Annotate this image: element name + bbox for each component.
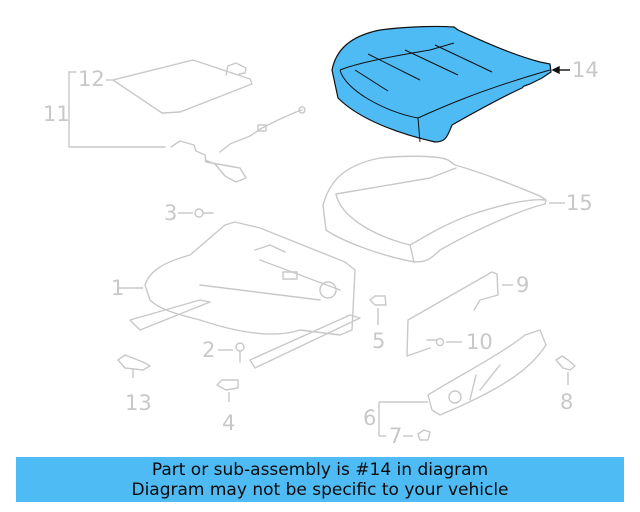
info-banner: Part or sub-assembly is #14 in diagram D… xyxy=(16,457,624,502)
callout-15[interactable]: 15 xyxy=(566,191,593,215)
banner-line-2: Diagram may not be specific to your vehi… xyxy=(131,480,509,500)
callout-10[interactable]: 10 xyxy=(466,330,493,354)
callout-8[interactable]: 8 xyxy=(560,390,574,414)
part-4-clip xyxy=(216,379,239,391)
callout-4[interactable]: 4 xyxy=(222,411,236,435)
callout-6[interactable]: 6 xyxy=(363,406,377,430)
callout-5[interactable]: 5 xyxy=(372,329,386,353)
part-6-side-shield xyxy=(427,329,547,416)
part-5-clip xyxy=(369,295,387,306)
part-8-clip xyxy=(555,355,576,371)
callout-13[interactable]: 13 xyxy=(125,391,152,415)
callout-1[interactable]: 1 xyxy=(111,276,125,300)
part-3-bolt xyxy=(194,208,214,218)
callout-7[interactable]: 7 xyxy=(389,424,403,448)
part-11-harness xyxy=(68,71,306,183)
callout-12[interactable]: 12 xyxy=(78,67,105,91)
callout-9[interactable]: 9 xyxy=(516,273,530,297)
part-2-bolt xyxy=(235,342,245,363)
callout-3[interactable]: 3 xyxy=(164,201,178,225)
part-14-seat-cushion[interactable] xyxy=(331,25,552,143)
callout-14[interactable]: 14 xyxy=(572,58,599,82)
part-1-seat-frame xyxy=(129,221,361,369)
callout-2[interactable]: 2 xyxy=(202,338,216,362)
part-7-clip xyxy=(417,429,431,441)
part-10-screw xyxy=(426,337,445,347)
leader-lines xyxy=(106,79,569,437)
banner-line-1: Part or sub-assembly is #14 in diagram xyxy=(151,460,489,480)
part-15-cushion-pad xyxy=(322,155,547,263)
leader-14 xyxy=(551,65,570,75)
callout-11[interactable]: 11 xyxy=(43,102,70,126)
part-13-cover xyxy=(117,354,151,371)
part-12-heater-pad xyxy=(112,59,253,114)
part-9-rod xyxy=(406,271,499,357)
